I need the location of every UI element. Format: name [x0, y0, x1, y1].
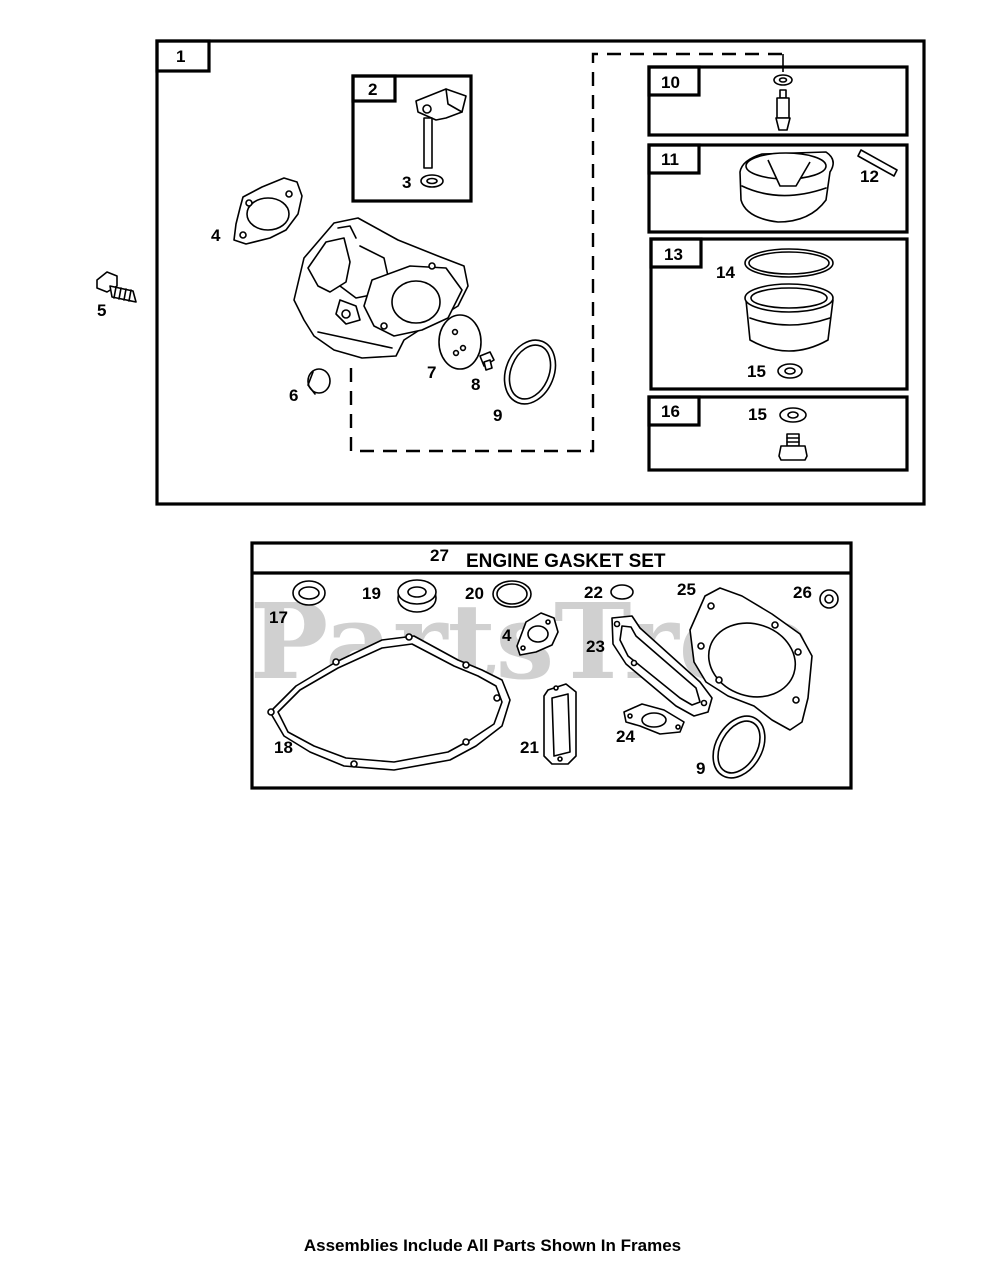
float-pin-part: [857, 149, 898, 177]
washer-26-part: [819, 589, 839, 609]
bolt-5-part: [96, 271, 137, 303]
gasket-4-part: [233, 177, 303, 245]
label-7: 7: [427, 363, 436, 382]
oil-seal-19-part: [397, 579, 437, 613]
label-5: 5: [97, 301, 106, 320]
label-15b: 15: [748, 405, 767, 424]
oring-20-part: [492, 580, 532, 608]
plate-7-part: [438, 314, 482, 370]
gasket-21-part: [543, 683, 577, 765]
label-6: 6: [289, 386, 298, 405]
kit-frame-13: 13 14 15: [649, 237, 909, 391]
label-15: 15: [747, 362, 766, 381]
carburetor-body-part: [293, 217, 469, 359]
float-part: [739, 151, 834, 223]
bowl-nut-part: [778, 433, 808, 461]
label-16: 16: [661, 402, 680, 421]
needle-valve-part: [773, 74, 793, 131]
bowl-gasket-14-part: [744, 248, 834, 278]
label-24: 24: [616, 727, 635, 746]
label-21: 21: [520, 738, 539, 757]
label-26: 26: [793, 583, 812, 602]
kit-frame-16: 16 15: [647, 395, 909, 472]
kit-frame-10: 10: [647, 65, 909, 137]
assembly-1-frame: 1: [155, 39, 926, 506]
label-4: 4: [211, 226, 221, 245]
footer-note: Assemblies Include All Parts Shown In Fr…: [303, 1236, 682, 1255]
screw-8-part: [479, 351, 495, 371]
gasket-24-part: [623, 703, 685, 735]
label-17: 17: [269, 608, 288, 627]
label-14: 14: [716, 263, 735, 282]
gasket-4b-part: [516, 612, 559, 656]
label-9: 9: [493, 406, 502, 425]
label-2: 2: [368, 80, 377, 99]
kit-frame-11: 11 12: [647, 143, 909, 234]
label-23: 23: [586, 637, 605, 656]
oring-9b-part: [712, 715, 766, 779]
label-4b: 4: [502, 626, 512, 645]
label-27: 27: [430, 546, 449, 565]
plug-6-part: [307, 368, 331, 395]
ring-22-part: [610, 584, 634, 600]
frame-2: 2 3: [351, 74, 473, 203]
label-22: 22: [584, 583, 603, 602]
head-gasket-25-part: [689, 587, 813, 731]
crankcase-gasket-18-part: [267, 633, 511, 771]
seal-17-part: [292, 580, 326, 606]
gasket-23-part: [611, 615, 713, 717]
throttle-shaft-part: [415, 88, 467, 169]
label-25: 25: [677, 580, 696, 599]
label-9b: 9: [696, 759, 705, 778]
label-20: 20: [465, 584, 484, 603]
label-1: 1: [176, 47, 185, 66]
label-19: 19: [362, 584, 381, 603]
gasket-set-title: ENGINE GASKET SET: [466, 551, 666, 572]
gasket-set-frame: 27 ENGINE GASKET SET: [250, 541, 853, 790]
float-bowl-part: [744, 283, 834, 352]
sub-assembly-bracket: [349, 52, 784, 453]
label-12: 12: [860, 167, 879, 186]
label-18: 18: [274, 738, 293, 757]
label-13: 13: [664, 245, 683, 264]
oring-9-part: [503, 339, 557, 405]
washer-15b-part: [779, 407, 807, 423]
label-10: 10: [661, 73, 680, 92]
label-11: 11: [661, 150, 679, 169]
label-8: 8: [471, 375, 480, 394]
washer-15-part: [777, 363, 803, 379]
label-3: 3: [402, 173, 411, 192]
washer-3-part: [420, 174, 444, 188]
